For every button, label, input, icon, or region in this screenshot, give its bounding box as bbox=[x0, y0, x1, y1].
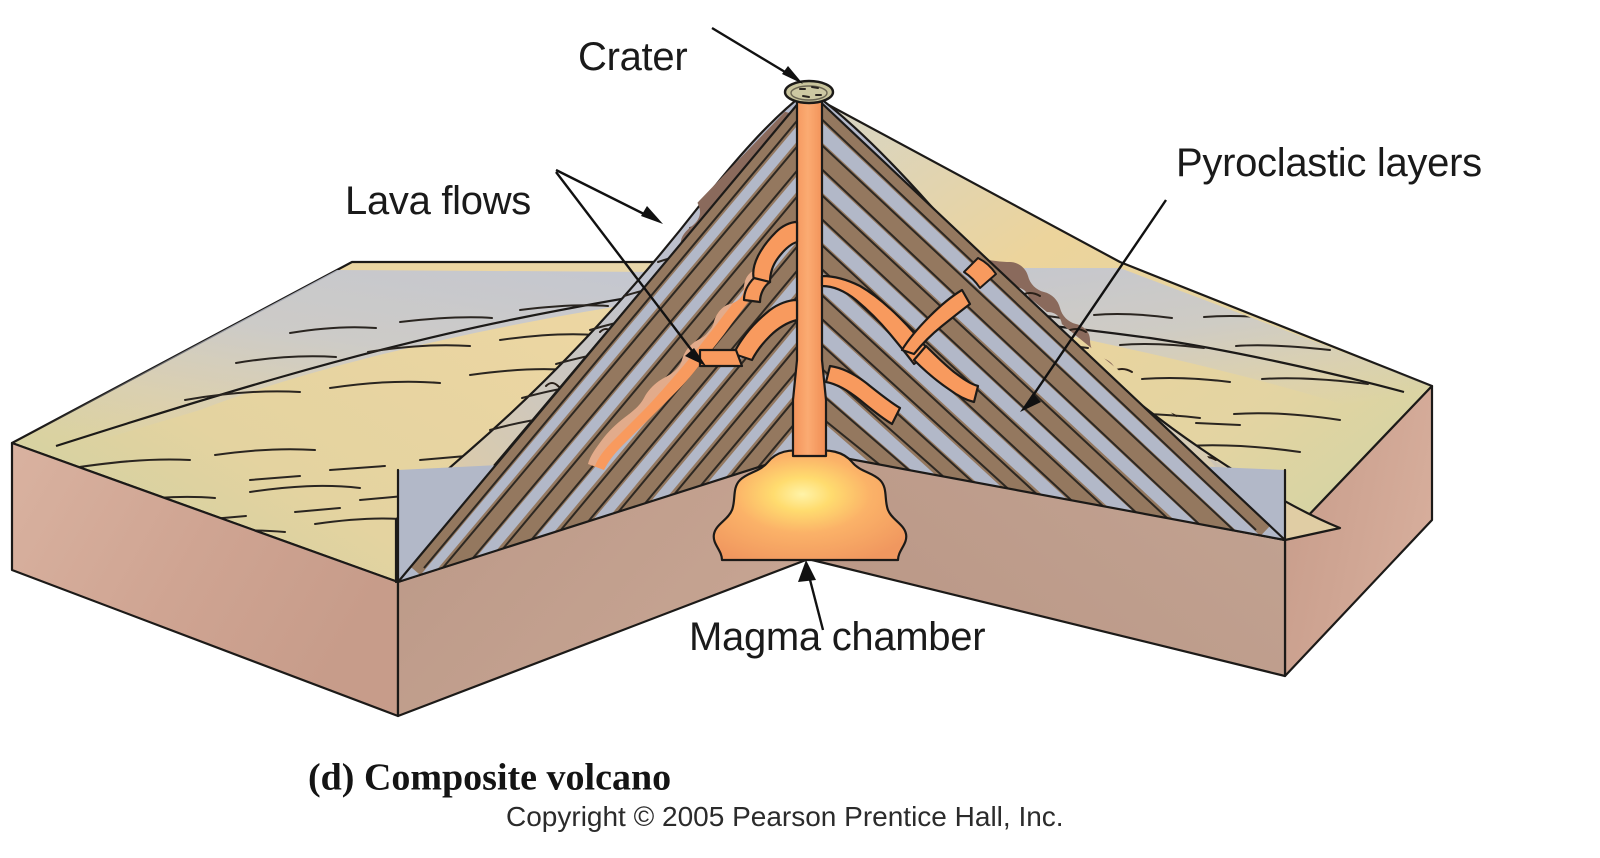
leader-lava-flows-b bbox=[555, 171, 706, 366]
dike-upper-right-spur bbox=[900, 288, 972, 356]
leader-magma-chamber bbox=[798, 560, 825, 631]
leader-lava-flows-a bbox=[555, 168, 663, 224]
cutaway-wedge bbox=[396, 92, 1287, 584]
crater bbox=[783, 79, 835, 105]
label-pyroclastic-layers: Pyroclastic layers bbox=[1176, 141, 1482, 185]
figure-copyright: Copyright © 2005 Pearson Prentice Hall, … bbox=[506, 801, 1064, 832]
lava-in-wedge-left-shadow bbox=[588, 230, 788, 466]
figure-caption: (d) Composite volcano bbox=[308, 756, 671, 798]
wedge-bedrock-contact-right bbox=[810, 450, 1287, 542]
vent-right-surface bbox=[963, 257, 997, 289]
leader-crater bbox=[711, 26, 803, 84]
central-conduit bbox=[791, 94, 828, 458]
leader-lines bbox=[555, 26, 1167, 631]
crater-floor-marks bbox=[799, 86, 822, 98]
label-crater: Crater bbox=[578, 35, 687, 79]
magma-chamber bbox=[712, 449, 908, 562]
diagram-labels: Crater Lava flows Pyroclastic layers Mag… bbox=[345, 35, 1482, 659]
dike-upper-left-stub bbox=[742, 276, 772, 304]
label-lava-flows: Lava flows bbox=[345, 179, 531, 223]
label-magma-chamber: Magma chamber bbox=[689, 615, 985, 659]
pyroclastic-bands-left bbox=[403, 94, 806, 582]
dike-upper-left bbox=[752, 220, 799, 284]
dike-mid-left bbox=[732, 298, 799, 362]
wedge-bedrock-contact-left bbox=[396, 450, 808, 584]
figure-caption-group: (d) Composite volcano Copyright © 2005 P… bbox=[308, 756, 1064, 832]
dike-lower-right bbox=[824, 364, 902, 426]
dike-upper-right-tip bbox=[912, 344, 980, 404]
dike-mid-left-arm bbox=[698, 348, 744, 368]
leader-pyroclastic bbox=[1020, 199, 1167, 412]
magma-system bbox=[698, 94, 997, 562]
